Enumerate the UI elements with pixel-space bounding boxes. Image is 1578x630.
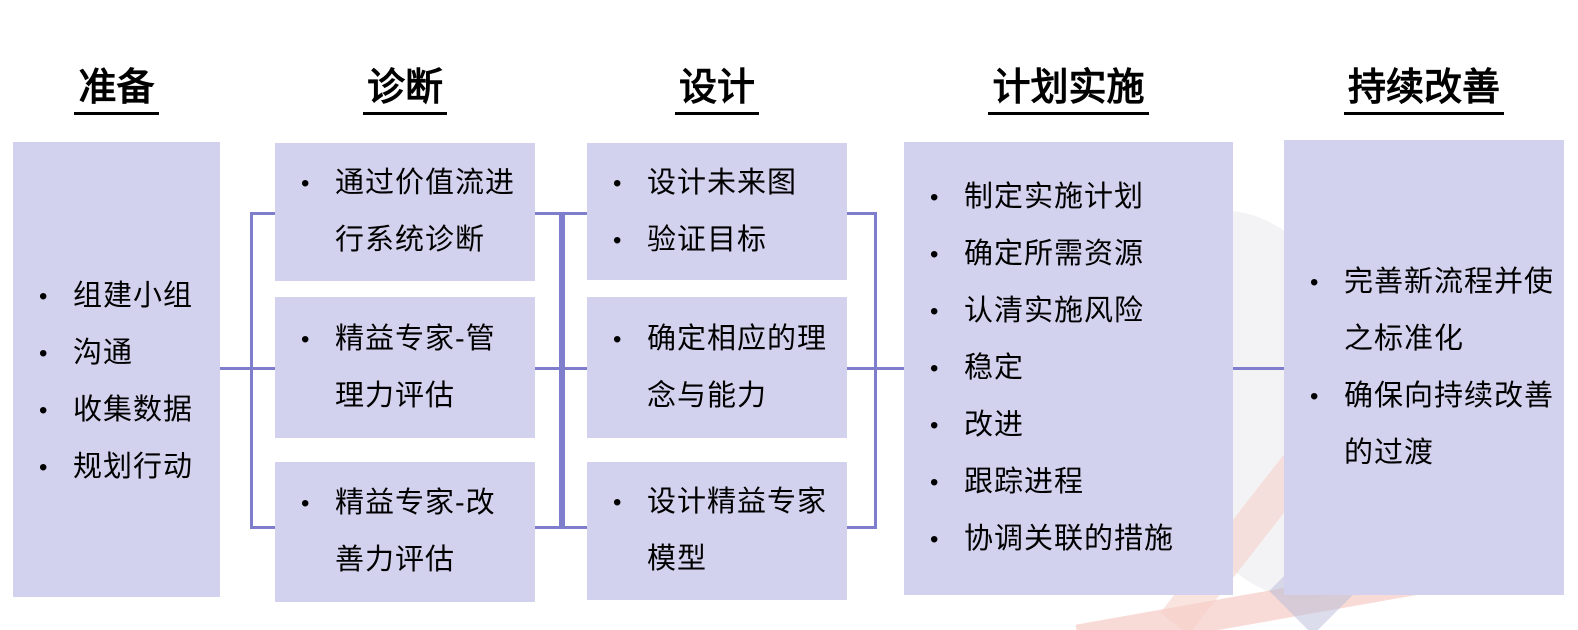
header-design: 设计 [587, 66, 847, 115]
header-preparation: 准备 [13, 66, 220, 115]
bullet-icon: • [1310, 382, 1319, 410]
list-item: •精益专家-管 理力评估 [275, 311, 535, 425]
list-item: •组建小组 [13, 268, 220, 325]
list-item: •完善新流程并使 之标准化 [1284, 254, 1564, 368]
box-continuous-improvement: •完善新流程并使 之标准化 •确保向持续改善 的过渡 [1284, 140, 1564, 595]
bullet-icon: • [301, 325, 310, 353]
bullet-icon: • [301, 490, 310, 517]
list-item: •稳定 [904, 340, 1233, 397]
list-item: •通过价值流进 行系统诊断 [275, 155, 535, 269]
box-diagnosis-3: •精益专家-改 善力评估 [275, 462, 535, 602]
list-item: •确定所需资源 [904, 226, 1233, 283]
bullet-icon: • [930, 241, 939, 268]
bullet-icon: • [930, 469, 939, 496]
bullet-icon: • [613, 325, 622, 353]
box-preparation: •组建小组 •沟通 •收集数据 •规划行动 [13, 142, 220, 597]
list-item: •设计未来图 [587, 155, 847, 212]
list-item: •认清实施风险 [904, 283, 1233, 340]
header-plan-implementation: 计划实施 [904, 66, 1233, 115]
bullet-icon: • [613, 489, 622, 516]
list-item: •规划行动 [13, 439, 220, 496]
box-design-3: •设计精益专家 模型 [587, 462, 847, 600]
bullet-icon: • [39, 282, 48, 310]
bullet-icon: • [39, 453, 48, 481]
box-design-1: •设计未来图 •验证目标 [587, 143, 847, 280]
bullet-icon: • [930, 526, 939, 553]
list-item: •跟踪进程 [904, 454, 1233, 511]
list-item: •确保向持续改善 的过渡 [1284, 368, 1564, 482]
bullet-icon: • [39, 339, 48, 367]
list-item: •确定相应的理 念与能力 [587, 311, 847, 425]
box-diagnosis-1: •通过价值流进 行系统诊断 [275, 143, 535, 281]
bullet-icon: • [1310, 268, 1319, 296]
bullet-icon: • [301, 170, 310, 197]
list-item: •改进 [904, 397, 1233, 454]
box-design-2: •确定相应的理 念与能力 [587, 297, 847, 438]
list-item: •验证目标 [587, 212, 847, 269]
list-item: •沟通 [13, 325, 220, 382]
list-item: •协调关联的措施 [904, 511, 1233, 568]
bullet-icon: • [39, 396, 48, 424]
bullet-icon: • [930, 298, 939, 325]
header-diagnosis: 诊断 [275, 66, 535, 115]
list-item: •制定实施计划 [904, 169, 1233, 226]
bullet-icon: • [613, 169, 622, 197]
list-item: •设计精益专家 模型 [587, 474, 847, 588]
list-item: •收集数据 [13, 382, 220, 439]
bullet-icon: • [613, 226, 622, 254]
header-continuous-improvement: 持续改善 [1284, 66, 1564, 115]
box-plan-implementation: •制定实施计划 •确定所需资源 •认清实施风险 •稳定 •改进 •跟踪进程 •协… [904, 142, 1233, 595]
bullet-icon: • [930, 412, 939, 439]
list-item: •精益专家-改 善力评估 [275, 475, 535, 589]
box-diagnosis-2: •精益专家-管 理力评估 [275, 297, 535, 438]
bullet-icon: • [930, 184, 939, 211]
bullet-icon: • [930, 355, 939, 382]
